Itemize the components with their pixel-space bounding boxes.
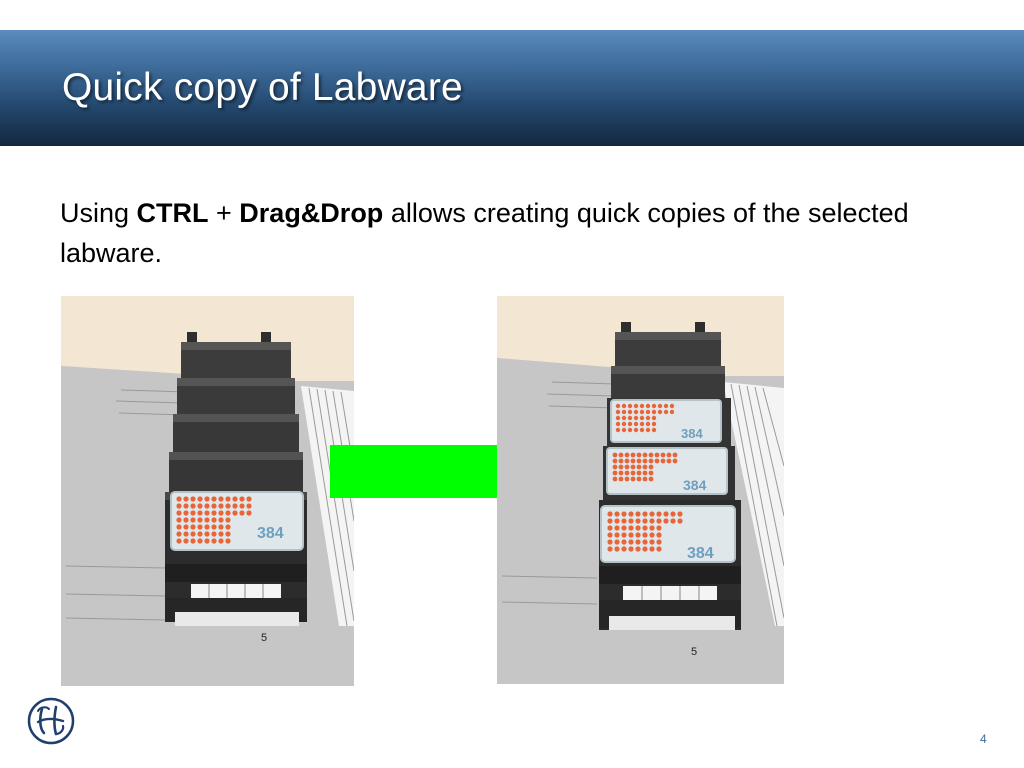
drag-drop-text: Drag&Drop [239, 198, 384, 228]
ctrl-key-text: CTRL [136, 198, 209, 228]
plus-text: + [208, 198, 240, 228]
slide-title: Quick copy of Labware [62, 66, 463, 109]
plate-label-after-1: 384 [681, 426, 703, 441]
hamilton-logo-icon [27, 697, 75, 750]
page-number: 4 [980, 732, 987, 746]
body-prefix: Using [60, 198, 137, 228]
plate-label-after-3: 384 [687, 545, 714, 562]
position-label-before: 5 [261, 632, 267, 644]
before-screenshot: 384 5 [61, 296, 354, 686]
title-bar [0, 30, 1024, 146]
plate-label-after-2: 384 [683, 477, 707, 493]
position-label-after: 5 [691, 646, 697, 658]
after-screenshot: 384 384 384 5 [497, 296, 784, 684]
plate-label-before: 384 [257, 525, 284, 542]
after-deck-image: 384 384 384 5 [497, 296, 784, 684]
before-deck-image: 384 5 [61, 296, 354, 686]
body-suffix: allows creating quick copies of the sele… [60, 198, 909, 268]
body-text: Using CTRL + Drag&Drop allows creating q… [60, 193, 930, 273]
